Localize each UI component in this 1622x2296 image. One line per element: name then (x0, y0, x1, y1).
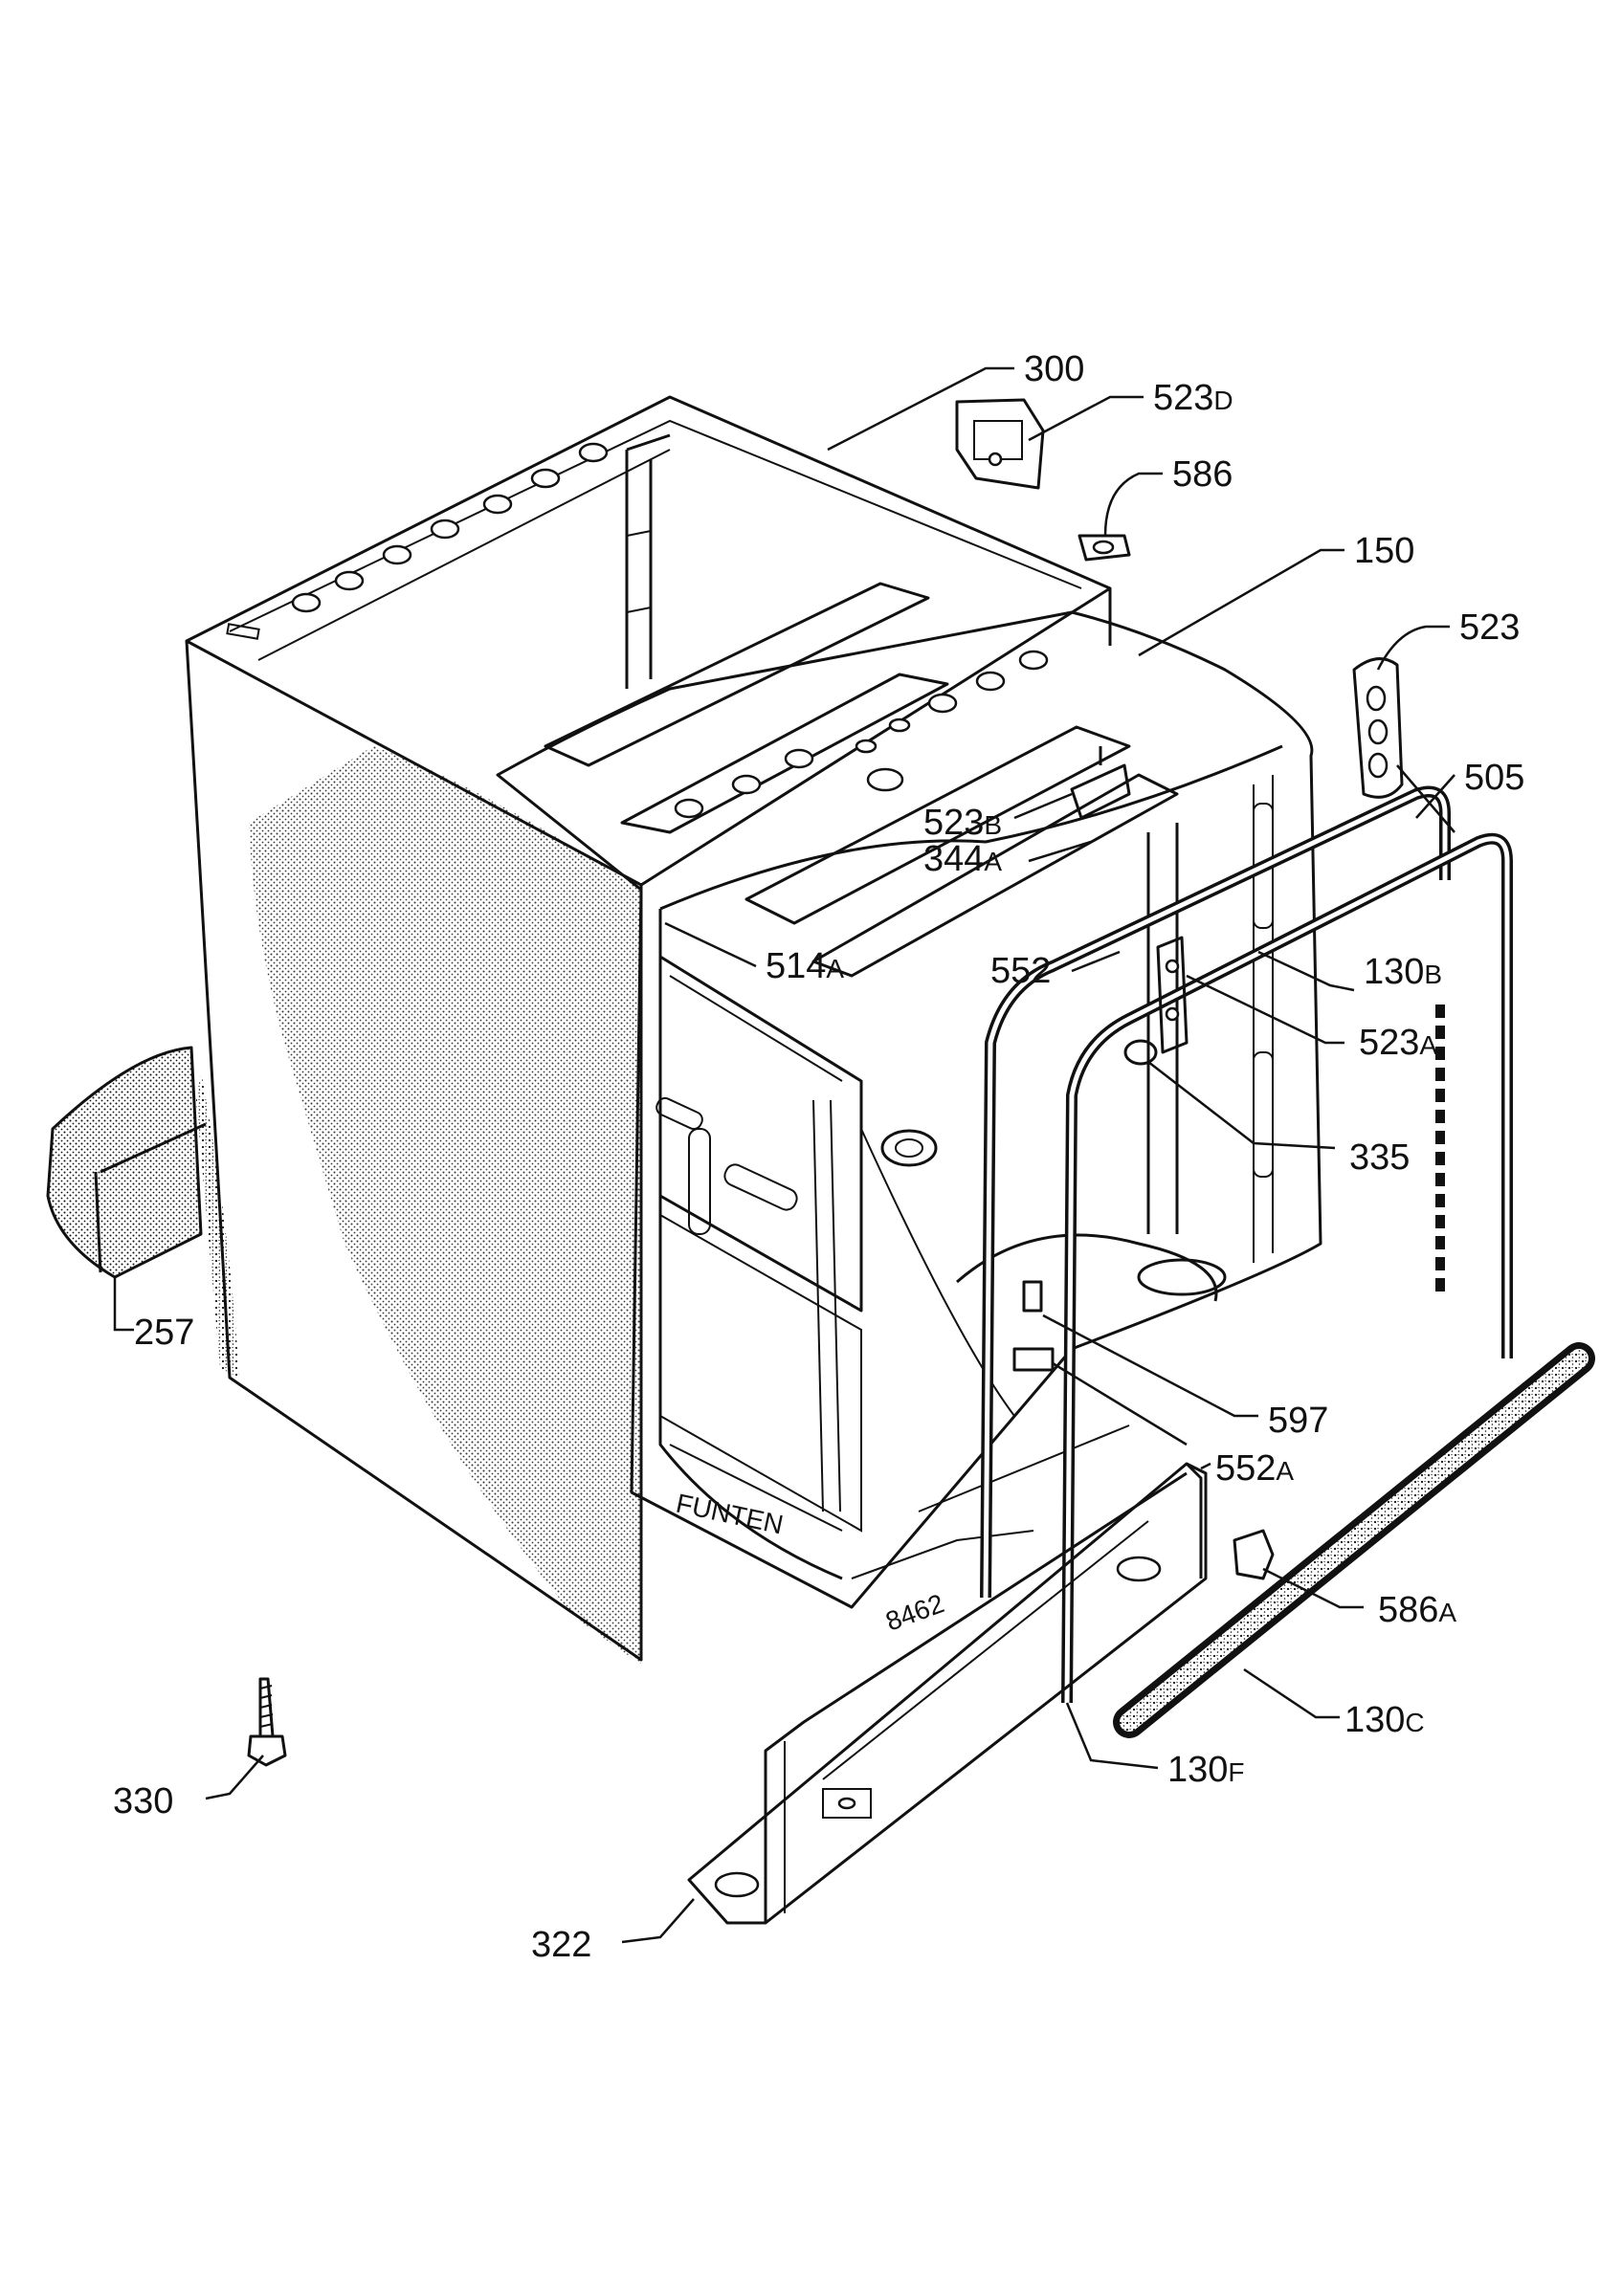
clip-586a (1233, 1529, 1275, 1580)
label-523a: 523A (1359, 1023, 1437, 1063)
bracket-523d (955, 398, 1045, 490)
screw-330 (247, 1677, 287, 1767)
label-130b: 130B (1364, 952, 1442, 992)
label-322: 322 (531, 1925, 591, 1965)
svg-text:8462: 8462 (881, 1588, 947, 1636)
label-505: 505 (1464, 758, 1524, 798)
label-330: 330 (113, 1781, 173, 1821)
bracket-523b (1070, 746, 1131, 820)
label-130f: 130F (1167, 1750, 1245, 1790)
label-597: 597 (1268, 1401, 1328, 1441)
label-523d: 523D (1153, 378, 1233, 418)
hinge-523a (1156, 936, 1189, 1054)
clip-335 (1123, 1039, 1158, 1066)
label-586a: 586A (1378, 1590, 1456, 1630)
door-gasket (980, 785, 1513, 1704)
label-257: 257 (134, 1313, 194, 1353)
clip-597 (1012, 1280, 1055, 1372)
hinge-plate-523 (1352, 657, 1404, 799)
outer-housing (185, 395, 1112, 1665)
label-523: 523 (1459, 607, 1520, 648)
bracket-552a (1185, 1462, 1203, 1578)
part-labels: 300 523D 586 150 523 505 523B 344A 514A … (113, 349, 1524, 1965)
gasket-strip-130c (1113, 1342, 1595, 1738)
label-150: 150 (1354, 531, 1414, 571)
label-514a: 514A (766, 946, 844, 986)
label-552a: 552A (1215, 1448, 1294, 1489)
label-552: 552 (990, 951, 1051, 991)
clip-586 (1078, 534, 1131, 562)
label-300: 300 (1024, 349, 1084, 389)
leader-lines (113, 366, 1455, 1944)
label-130c: 130C (1344, 1700, 1425, 1740)
svg-text:FUNTEN: FUNTEN (674, 1489, 787, 1540)
motor-257 (46, 1046, 207, 1279)
tub: FUNTEN 8462 (496, 582, 1322, 1637)
label-523b: 523B (923, 803, 1002, 843)
label-344a: 344A (923, 839, 1002, 879)
label-586: 586 (1172, 454, 1233, 495)
label-335: 335 (1349, 1137, 1410, 1178)
